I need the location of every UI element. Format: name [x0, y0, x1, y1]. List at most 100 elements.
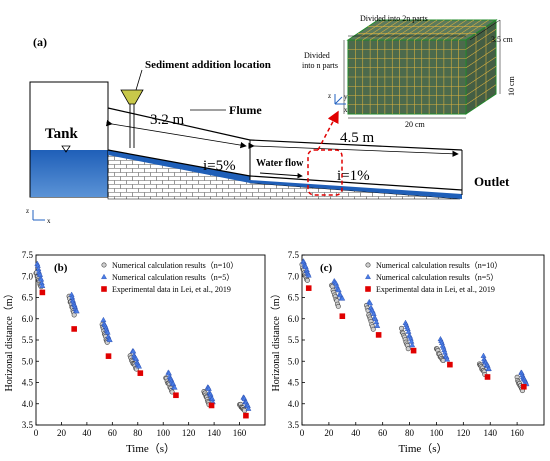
cube-grid-line	[428, 19, 460, 41]
cube-axis-z-label: z	[328, 92, 331, 100]
cube-grid-line	[458, 19, 489, 41]
n5-point	[405, 328, 412, 334]
legend-marker	[101, 262, 107, 268]
y-axis-label: Horizonal distance（m）	[3, 288, 15, 391]
y-tick-label: 4.0	[22, 399, 34, 409]
n10-point	[304, 277, 310, 283]
y-tick-label: 7.5	[22, 250, 34, 260]
n5-point	[130, 348, 137, 354]
cube-grid-line	[465, 47, 497, 68]
experimental-point	[521, 383, 527, 390]
cube-grid-line	[384, 19, 416, 41]
n5-point	[444, 356, 451, 362]
slope-1: i=5%	[203, 158, 236, 174]
dim-arrow-4-5	[248, 142, 459, 157]
n5-point	[339, 295, 346, 301]
n10-point	[335, 303, 341, 309]
cube-width-label: 20 cm	[405, 120, 426, 129]
tank-water	[30, 150, 108, 197]
panel-label: (b)	[54, 262, 68, 274]
flume-label: Flume	[229, 103, 262, 117]
x-tick-label: 40	[351, 428, 361, 438]
experimental-point	[208, 402, 215, 409]
x-axis-label: Time（s）	[126, 442, 175, 455]
experimental-point	[410, 347, 417, 354]
n5-point	[39, 282, 46, 288]
cube-grid-line	[369, 19, 401, 41]
cube-dim-line	[469, 19, 501, 41]
cube-axis-x-label: x	[344, 106, 348, 114]
experimental-point	[375, 332, 382, 338]
cube-grid-line	[443, 19, 475, 41]
legend-marker	[365, 273, 371, 279]
x-tick-label: 160	[510, 428, 524, 438]
n5-point	[370, 310, 377, 316]
n5-point	[245, 405, 252, 411]
legend-marker	[365, 262, 371, 268]
x-tick-label: 140	[207, 428, 221, 438]
cube-grid-line	[451, 19, 482, 41]
y-tick-label: 6.0	[22, 314, 34, 324]
n10-point	[370, 326, 376, 332]
panel-label: (c)	[320, 262, 333, 274]
n5-point	[373, 319, 380, 325]
y-tick-label: 5.5	[288, 335, 300, 345]
flume-bottom-wall-1	[107, 149, 251, 177]
experimental-point	[484, 374, 491, 380]
y-tick-label: 5.5	[22, 335, 34, 345]
x-tick-label: 100	[430, 428, 444, 438]
y-tick-label: 5.0	[22, 356, 34, 366]
cube-grid-line	[465, 84, 497, 105]
flume-water	[108, 150, 462, 199]
y-tick-label: 4.5	[22, 378, 34, 388]
n5-point	[367, 300, 374, 306]
cube-grid-line	[406, 19, 438, 41]
legend-marker	[365, 286, 371, 292]
y-tick-label: 5.0	[288, 356, 300, 366]
n5-point	[104, 329, 111, 335]
cube-top-label: Divided into 2n parts	[360, 14, 428, 23]
cube-left-label-1: Divided	[304, 51, 330, 60]
x-tick-label: 40	[82, 428, 92, 438]
water-flow-arrow	[259, 172, 303, 179]
cube-axis-y-label: y	[344, 93, 348, 101]
n10-point	[440, 358, 446, 364]
cube-depth-label: 3.5 cm	[491, 35, 514, 44]
experimental-point	[243, 412, 249, 419]
n5-point	[136, 363, 142, 369]
x-tick-label: 80	[405, 428, 415, 438]
experimental-point	[39, 289, 46, 296]
x-tick-label: 20	[324, 428, 334, 438]
sediment-label: Sediment addition location	[145, 59, 271, 71]
legend-entry: Numerical calculation results（n=5）	[112, 273, 234, 282]
water-flow-label: Water flow	[256, 158, 304, 169]
cube-grid-line	[465, 56, 497, 78]
experimental-point	[173, 392, 179, 399]
x-tick-label: 120	[182, 428, 196, 438]
y-tick-label: 7.0	[288, 271, 300, 281]
cube-grid-line	[377, 19, 408, 41]
x-axis-label: Time（s）	[398, 442, 447, 455]
n10-point	[71, 312, 77, 318]
legend-entry: Experimental data in Lei, et al., 2019	[376, 285, 495, 294]
y-axis-label: Horizonal distance（m）	[270, 288, 282, 391]
axes-z-label: z	[26, 207, 29, 215]
legend-entry: Numerical calculation results（n=10）	[112, 261, 238, 270]
x-tick-label: 120	[457, 428, 471, 438]
funnel-icon	[120, 89, 144, 105]
x-tick-label: 100	[156, 428, 170, 438]
section-highlight	[307, 149, 343, 196]
x-tick-label: 60	[108, 428, 118, 438]
n5-point	[305, 272, 312, 278]
n5-point	[171, 384, 178, 390]
axes-x-label: x	[47, 217, 51, 225]
y-tick-label: 6.5	[22, 293, 34, 303]
y-tick-label: 6.0	[288, 314, 300, 324]
n5-point	[374, 322, 381, 328]
x-tick-label: 20	[57, 428, 67, 438]
n5-point	[335, 287, 342, 293]
y-tick-label: 7.5	[288, 250, 300, 260]
cube-left-label-2: into n parts	[302, 61, 338, 70]
